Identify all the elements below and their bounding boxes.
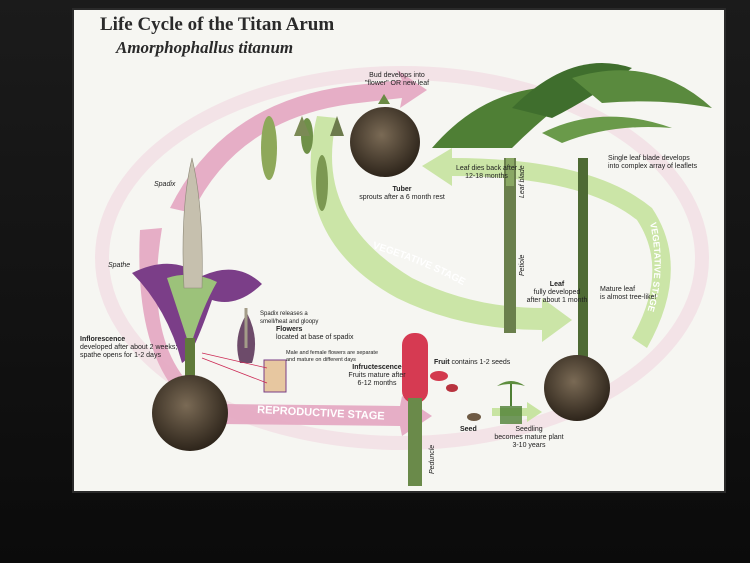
flowers-title: Flowers	[276, 326, 303, 333]
spadix-note-line-2: smell/heat and gloopy	[260, 319, 319, 325]
seedling-label: Seedling becomes mature plant 3-10 years	[484, 426, 574, 450]
single-leaf-label: Single leaf blade develops into complex …	[608, 155, 718, 171]
seedling-line-1: Seedling	[515, 426, 543, 433]
petiole-label: Petiole	[519, 254, 526, 276]
pointer-line-1	[201, 352, 268, 369]
bud-label: Bud develops into "flower" OR new leaf	[357, 72, 437, 88]
leaf-dies-label: Leaf dies back after 12-18 months	[449, 165, 524, 181]
tuber-label: Tuber sprouts after a 6 month rest	[357, 186, 447, 202]
leaf-dies-line-1: Leaf dies back after	[455, 165, 518, 172]
seedling-leaves	[497, 381, 525, 386]
bud-label-line-1: Bud develops into	[369, 72, 425, 79]
male-female-label: Male and female flowers are separate and…	[286, 350, 406, 364]
inflorescence-label: Inflorescence developed after about 2 we…	[80, 336, 190, 360]
pink-arc-bottom	[139, 228, 433, 436]
poster-title: Life Cycle of the Titan Arum	[100, 14, 335, 35]
stalk	[185, 338, 195, 378]
green-arrow-middle	[310, 116, 572, 342]
peduncle-stalk	[408, 398, 422, 486]
infructescence-title: Infructescence	[352, 364, 402, 371]
bud-4	[330, 116, 344, 136]
leaf-desc-2: after about 1 month	[526, 297, 588, 304]
young-leaf-blade	[506, 158, 514, 186]
spadix-shape	[182, 157, 203, 289]
faint-cycle-ring	[95, 66, 709, 450]
inflorescence-illustration	[132, 157, 262, 451]
canopy-lower	[542, 116, 672, 143]
fruit-cluster	[402, 333, 428, 403]
bud-1	[261, 116, 277, 180]
tuber-top-bud	[378, 94, 390, 104]
fruit-1	[430, 371, 448, 381]
leaf-blade-label: Leaf blade	[519, 165, 526, 198]
pointer-line-2	[201, 357, 268, 384]
tuber-left	[152, 375, 228, 451]
flower-detail	[201, 308, 287, 393]
seedling-line-3: 3-10 years	[512, 442, 546, 449]
spathe-label: Spathe	[108, 262, 131, 269]
fruit-2	[446, 384, 458, 392]
mature-leaf-line-1: Mature leaf	[600, 286, 636, 293]
bud-5	[316, 155, 328, 211]
leaf-label: Leaf fully developed after about 1 month	[517, 281, 597, 305]
male-female-line-1: Male and female flowers are separate	[286, 350, 379, 356]
mature-leaf-tree	[432, 63, 712, 421]
tuber-right	[544, 355, 610, 421]
spadix-label: Spadix	[154, 181, 176, 188]
poster: Life Cycle of the Titan Arum Amorphophal…	[72, 8, 726, 493]
infructescence-label: Infructescence Fruits mature after 6-12 …	[342, 364, 412, 388]
infructescence-line-2: 6-12 months	[357, 380, 397, 387]
seedling	[497, 381, 525, 424]
infructescence-illustration	[402, 333, 428, 486]
life-cycle-diagram: REPRODUCTIVE STAGE VEGETATIVE STAGE VEGE…	[95, 63, 712, 486]
male-female-line-2: and mature on different days	[286, 357, 356, 363]
tuber-top	[350, 107, 420, 177]
inflorescence-line-2: spathe opens for 1-2 days	[80, 352, 161, 359]
single-leaf-line-1: Single leaf blade develops	[608, 155, 690, 162]
bud-3	[294, 116, 310, 136]
tuber-title: Tuber	[392, 186, 412, 193]
spathe-inner	[167, 274, 217, 348]
leaf-title: Leaf	[549, 281, 565, 288]
canopy-right	[572, 70, 712, 108]
poster-subtitle: Amorphophallus titanum	[116, 38, 294, 57]
leaf-desc-1: fully developed	[533, 289, 581, 296]
spadix-note-line-1: Spadix releases a	[260, 311, 308, 317]
mature-petiole	[578, 158, 588, 358]
inflorescence-line-1: developed after about 2 weeks;	[80, 344, 178, 351]
fruit-label: Fruit contains 1-2 seeds	[434, 359, 534, 367]
flowers-label: Flowers located at base of spadix	[276, 326, 386, 342]
leaf-dies-line-2: 12-18 months	[465, 173, 508, 180]
inflorescence-title: Inflorescence	[80, 336, 126, 343]
infructescence-line-1: Fruits mature after	[348, 372, 406, 379]
mature-leaf-line-2: is almost tree-like!	[600, 294, 657, 301]
bud-label-line-2: "flower" OR new leaf	[364, 80, 430, 87]
flower-cylinder	[263, 359, 287, 393]
fruit-title: Fruit	[434, 359, 450, 366]
young-petiole	[504, 158, 516, 333]
bud-sequence	[261, 94, 390, 211]
seed	[467, 413, 481, 421]
seedling-line-2: becomes mature plant	[494, 434, 564, 441]
flowers-desc: located at base of spadix	[276, 334, 354, 341]
tuber-desc: sprouts after a 6 month rest	[359, 194, 445, 201]
green-arrow-right	[422, 148, 671, 348]
single-leaf-line-2: into complex array of leaflets	[608, 163, 698, 170]
seed-label: Seed	[460, 426, 477, 433]
mature-leaf-label: Mature leaf is almost tree-like!	[600, 286, 680, 302]
fruit-desc: contains 1-2 seeds	[451, 359, 511, 366]
peduncle-label: Peduncle	[429, 444, 436, 474]
seedling-pot	[500, 406, 522, 424]
spadix-note-label: Spadix releases a smell/heat and gloopy	[260, 310, 340, 326]
